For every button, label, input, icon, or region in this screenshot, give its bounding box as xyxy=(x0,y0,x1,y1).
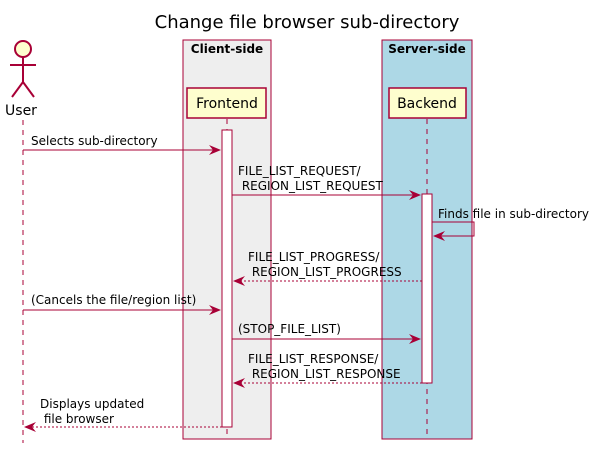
message-label: file browser xyxy=(40,412,114,426)
message-label: FILE_LIST_PROGRESS/ xyxy=(248,250,380,264)
message-file-list-response: FILE_LIST_RESPONSE/ REGION_LIST_RESPONSE xyxy=(233,352,422,388)
message-cancels-list: (Cancels the file/region list) xyxy=(23,293,221,315)
message-selects-sub-directory: Selects sub-directory xyxy=(23,134,221,155)
message-file-list-request: FILE_LIST_REQUEST/ REGION_LIST_REQUEST xyxy=(232,164,421,200)
frontend-participant: Frontend xyxy=(186,87,267,119)
user-actor: User xyxy=(5,40,37,119)
message-label: REGION_LIST_REQUEST xyxy=(238,179,384,193)
frontend-activation-bar xyxy=(221,129,233,428)
backend-participant: Backend xyxy=(388,87,467,119)
backend-participant-label: Backend xyxy=(397,96,457,112)
message-label: FILE_LIST_REQUEST/ xyxy=(238,164,362,178)
server-side-box-title: Server-side xyxy=(388,42,466,56)
message-displays-updated-browser: Displays updated file browser xyxy=(24,397,222,432)
message-stop-file-list: (STOP_FILE_LIST) xyxy=(232,322,421,344)
message-label: Displays updated xyxy=(40,397,144,411)
user-actor-label: User xyxy=(5,103,37,119)
message-label: (Cancels the file/region list) xyxy=(31,293,196,307)
message-label: (STOP_FILE_LIST) xyxy=(238,322,341,336)
message-label: Selects sub-directory xyxy=(31,134,158,148)
backend-activation-bar xyxy=(421,193,433,384)
message-label: REGION_LIST_RESPONSE xyxy=(248,367,401,381)
message-label: FILE_LIST_RESPONSE/ xyxy=(248,352,379,366)
message-file-list-progress: FILE_LIST_PROGRESS/ REGION_LIST_PROGRESS xyxy=(233,250,422,286)
client-side-box-title: Client-side xyxy=(191,42,263,56)
message-label: Finds file in sub-directory xyxy=(438,207,589,221)
message-finds-file-self: Finds file in sub-directory xyxy=(432,207,589,241)
frontend-participant-label: Frontend xyxy=(196,96,258,112)
stick-figure-icon xyxy=(10,40,36,98)
message-label: REGION_LIST_PROGRESS xyxy=(248,265,402,279)
diagram-title: Change file browser sub-directory xyxy=(155,12,460,33)
